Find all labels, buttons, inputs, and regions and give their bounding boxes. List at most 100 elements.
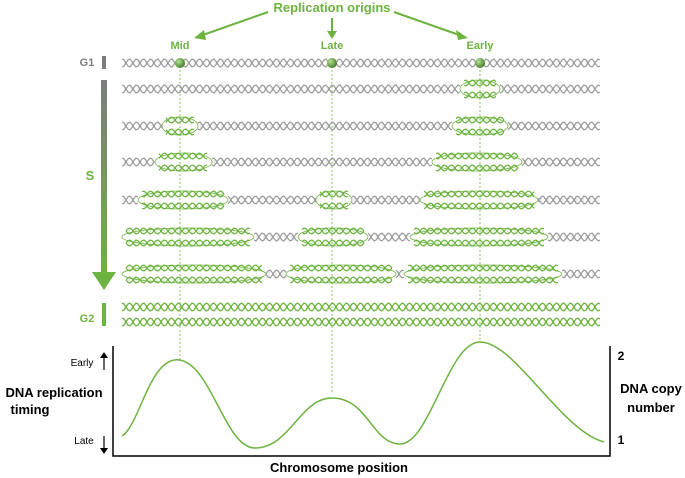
late-down-arrow-icon (100, 436, 108, 454)
dna-helix-strand (423, 202, 535, 210)
dna-helix-strand (121, 121, 163, 131)
timing-plot (112, 341, 611, 457)
dna-helix-strand (407, 264, 559, 272)
replication-bubble (121, 227, 255, 247)
dna-helix-strand (197, 121, 453, 131)
dna-helix-strand (407, 276, 559, 284)
replication-bubble (431, 152, 523, 172)
dna-helix-strand (301, 239, 365, 247)
phase-label-s: S (86, 168, 95, 183)
dna-helix-strand (265, 269, 287, 279)
dna-helix-strand (121, 121, 163, 131)
dna-helix-strand (319, 202, 349, 210)
s-phase-arrow (92, 80, 116, 290)
dna-helix-strand (351, 195, 421, 205)
dna-helix-strand (301, 239, 365, 247)
dna-helix-strand (395, 269, 405, 279)
dna-helix-strand (395, 269, 405, 279)
y-left-bottom-tick: Late (74, 436, 94, 447)
dna-helix-strand (165, 116, 195, 124)
plot-axes (112, 346, 611, 457)
dna-helix-strand (455, 116, 505, 124)
dna-helix-strand (537, 195, 601, 205)
dna-helix-strand (121, 58, 601, 68)
dna-helix-strand (319, 190, 349, 198)
replication-bubble (154, 152, 213, 172)
dna-helix-strand (125, 276, 263, 284)
dna-helix-strand (423, 190, 535, 198)
dna-helix-strand (521, 157, 601, 167)
dna-helix-strand (121, 84, 461, 94)
replication-bubble (403, 264, 563, 284)
dna-helix-strand (121, 157, 155, 167)
y-right-top-tick: 2 (618, 349, 625, 363)
replication-origins-title: Replication origins (273, 0, 390, 15)
dna-helix-strand (413, 227, 545, 235)
dna-helix-strand (435, 152, 519, 160)
dna-helix-strand (125, 227, 251, 235)
dna-helix-strand (367, 232, 411, 242)
replication-timing-curve (121, 341, 605, 449)
replication-bubble (285, 264, 397, 284)
dna-helix-strand (125, 264, 263, 272)
dna-helix-strand (455, 116, 505, 124)
dna-helix-strand (125, 239, 251, 247)
dna-helix-strand (463, 91, 497, 99)
dna-helix-strand (125, 264, 263, 272)
y-left-label-line1: DNA replication (5, 385, 102, 400)
dna-helix-strand (121, 195, 139, 205)
dna-helix-strand (301, 227, 365, 235)
dna-helix-strand (121, 195, 139, 205)
phase-label-g2: G2 (80, 313, 95, 325)
origin-ball-early (475, 58, 485, 68)
dna-helix-strand (351, 195, 421, 205)
dna-helix-strand (121, 317, 601, 327)
replication-bubble (315, 190, 353, 210)
dna-helix-strand (423, 190, 535, 198)
y-right-label-line1: DNA copy (620, 381, 682, 396)
dna-helix-strand (367, 232, 411, 242)
y-left-top-tick: Early (71, 358, 94, 369)
origin-label-mid: Mid (171, 40, 190, 52)
early-up-arrow-icon (100, 352, 108, 370)
origin-label-early: Early (467, 40, 495, 52)
dna-helix-strand (423, 202, 535, 210)
dna-helix-strand (121, 157, 155, 167)
g1-marker (102, 56, 106, 69)
dna-strand-rows (121, 58, 601, 327)
dna-helix-strand (413, 239, 545, 247)
replication-bubble (161, 116, 199, 136)
dna-helix-strand (463, 79, 497, 87)
dna-helix-strand (547, 232, 601, 242)
dna-helix-strand (141, 190, 225, 198)
dna-helix-strand (121, 84, 461, 94)
dna-helix-strand (253, 232, 299, 242)
dna-helix-strand (253, 232, 299, 242)
dna-helix-strand (165, 128, 195, 136)
dna-helix-strand (227, 195, 317, 205)
origin-markers (175, 58, 485, 68)
x-axis-label: Chromosome position (270, 460, 408, 475)
dna-helix-strand (507, 121, 601, 131)
dna-helix-strand (499, 84, 601, 94)
dna-helix-strand (265, 269, 287, 279)
dna-helix-strand (211, 157, 433, 167)
dna-helix-strand (499, 84, 601, 94)
dna-helix-strand (435, 164, 519, 172)
dna-helix-strand (197, 121, 453, 131)
dna-helix-strand (455, 128, 505, 136)
replication-bubble (419, 190, 539, 210)
phase-label-g1: G1 (80, 57, 95, 69)
dna-helix-strand (301, 227, 365, 235)
y-left-label-line2: timing (11, 402, 50, 417)
dna-helix-strand (121, 302, 601, 312)
dna-helix-strand (121, 302, 601, 312)
dna-helix-strand (455, 128, 505, 136)
dna-helix-strand (507, 121, 601, 131)
dna-helix-strand (521, 157, 601, 167)
dna-helix-strand (121, 317, 601, 327)
dna-helix-strand (125, 276, 263, 284)
origin-guide-lines (179, 62, 481, 392)
dna-helix-strand (537, 195, 601, 205)
